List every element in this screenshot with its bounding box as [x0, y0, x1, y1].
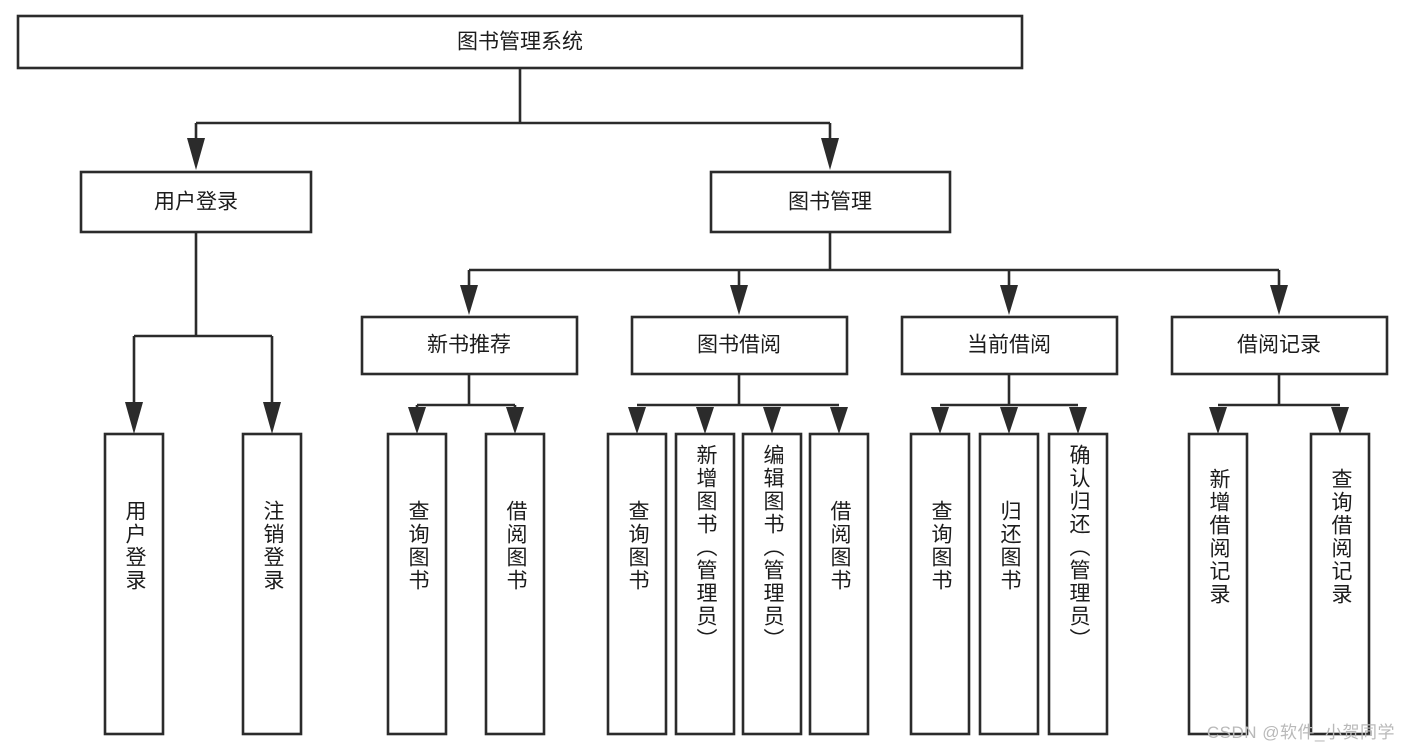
- book-borrow-box: [630, 315, 849, 376]
- node-book-manage: 图书管理: [709, 170, 952, 234]
- leaf-box-current-borrow-3: [1047, 432, 1109, 736]
- arrow-icon-currentborrow-leaf-2: [1000, 407, 1018, 434]
- node-book-borrow: 图书借阅: [630, 315, 849, 376]
- node-new-book-recommend: 新书推荐: [360, 315, 579, 376]
- arrow-icon-currentborrow-leaf-3: [1069, 407, 1087, 434]
- node-borrow-record: 借阅记录: [1170, 315, 1389, 376]
- arrow-icon-to-new-book: [460, 285, 478, 315]
- arrow-icon-bookborrow-leaf-3: [763, 407, 781, 434]
- book-borrow-label: 图书借阅: [697, 334, 781, 357]
- arrow-icon-to-current-borrow: [1000, 285, 1018, 315]
- current-borrow-box: [900, 315, 1119, 376]
- leaf-box-current-borrow-1: [909, 432, 971, 736]
- arrow-icon-currentborrow-leaf-1: [931, 407, 949, 434]
- root-label: 图书管理系统: [457, 31, 583, 54]
- node-user-login: 用户登录: [79, 170, 313, 234]
- new-book-recommend-box: [360, 315, 579, 376]
- new-book-recommend-label: 新书推荐: [427, 334, 511, 357]
- arrow-icon-to-book-borrow: [730, 285, 748, 315]
- node-current-borrow: 当前借阅: [900, 315, 1119, 376]
- arrow-icon-to-borrow-record: [1270, 285, 1288, 315]
- book-manage-box: [709, 170, 952, 234]
- current-borrow-label: 当前借阅: [967, 334, 1051, 357]
- arrow-icon-bookborrow-leaf-2: [696, 407, 714, 434]
- arrow-icon-newbook-leaf-1: [408, 407, 426, 434]
- root-box: [16, 14, 1024, 70]
- user-login-label: 用户登录: [154, 191, 238, 214]
- arrow-icon-bookborrow-leaf-4: [830, 407, 848, 434]
- arrow-icon-userlogin-leaf-2: [263, 402, 281, 434]
- leaf-box-borrow-record-1: [1187, 432, 1249, 736]
- arrow-icon-bookborrow-leaf-1: [628, 407, 646, 434]
- arrow-icon-borrowrecord-leaf-2: [1331, 407, 1349, 434]
- leaf-box-book-borrow-4: [808, 432, 870, 736]
- node-root: 图书管理系统: [16, 14, 1024, 70]
- borrow-record-label: 借阅记录: [1237, 334, 1321, 357]
- leaf-box-user-login-2: [241, 432, 303, 736]
- leaf-box-new-book-2: [484, 432, 546, 736]
- leaf-box-book-borrow-1: [606, 432, 668, 736]
- leaf-box-user-login-1: [103, 432, 165, 736]
- book-manage-label: 图书管理: [788, 191, 872, 214]
- leaf-box-book-borrow-2: [674, 432, 736, 736]
- arrow-icon-borrowrecord-leaf-1: [1209, 407, 1227, 434]
- arrow-icon-userlogin-leaf-1: [125, 402, 143, 434]
- borrow-record-box: [1170, 315, 1389, 376]
- arrow-icon-to-book-manage: [821, 138, 839, 170]
- leaf-box-book-borrow-3: [741, 432, 803, 736]
- arrow-icon-newbook-leaf-2: [506, 407, 524, 434]
- leaf-box-borrow-record-2: [1309, 432, 1371, 736]
- leaf-box-current-borrow-2: [978, 432, 1040, 736]
- arrow-icon-to-user-login: [187, 138, 205, 170]
- leaf-box-new-book-1: [386, 432, 448, 736]
